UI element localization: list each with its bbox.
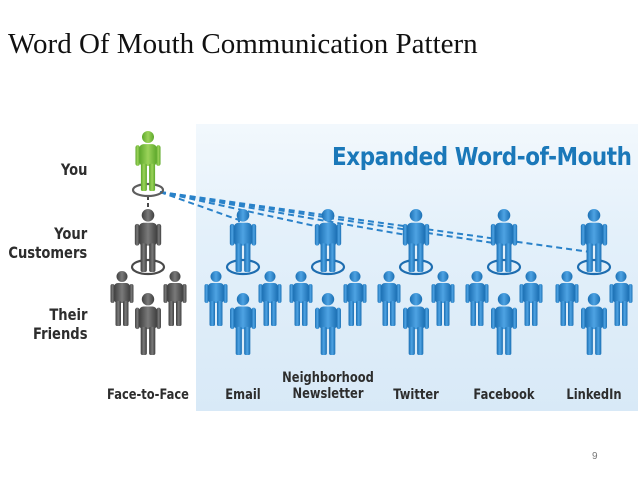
facebook-friend-right	[519, 271, 543, 326]
email-friend-right	[258, 271, 282, 326]
email-customer-ring	[225, 258, 261, 276]
newsletter-friend-left	[289, 271, 313, 326]
you-figure	[135, 131, 161, 191]
column-label-linkedin: LinkedIn	[566, 387, 621, 403]
twitter-customer-ring	[398, 258, 434, 276]
column-label-neighborhood-newsletter: Neighborhood Newsletter	[282, 370, 374, 402]
row-label-line: Customers	[8, 243, 87, 262]
twitter-customer-figure	[402, 209, 430, 272]
twitter-friend-right	[431, 271, 455, 326]
people-figures	[110, 131, 633, 355]
email-customer-figure	[229, 209, 257, 272]
column-label-line: Twitter	[393, 387, 439, 403]
newsletter-customer-figure	[314, 209, 342, 272]
column-label-line: Email	[225, 387, 261, 403]
dashed-link-email	[159, 191, 240, 262]
face-to-face-customer-figure	[134, 209, 162, 272]
linkedin-customer-ring	[576, 258, 612, 276]
page-number: 9	[592, 451, 598, 462]
linkedin-friend-right	[609, 271, 633, 326]
column-label-line: Newsletter	[292, 386, 364, 402]
face-to-face-friend-right	[163, 271, 187, 326]
column-label-facebook: Facebook	[473, 387, 534, 403]
column-label-twitter: Twitter	[393, 387, 439, 403]
row-label-line: Friends	[32, 324, 87, 343]
linkedin-friend-left	[555, 271, 579, 326]
row-label-line: Their	[48, 305, 87, 324]
facebook-customer-ring	[486, 258, 522, 276]
facebook-friend-center	[491, 293, 517, 355]
twitter-friend-left	[377, 271, 401, 326]
facebook-friend-left	[465, 271, 489, 326]
newsletter-customer-ring	[310, 258, 346, 276]
column-label-line: Face-to-Face	[107, 387, 189, 403]
facebook-customer-figure	[490, 209, 518, 272]
face-to-face-customer-ring	[130, 258, 166, 276]
row-label-line: Your	[53, 224, 87, 243]
column-label-line: Neighborhood	[282, 370, 374, 386]
expanded-word-of-mouth-heading: Expanded Word-of-Mouth	[332, 142, 632, 171]
column-label-line: LinkedIn	[566, 387, 622, 403]
linkedin-friend-center	[581, 293, 607, 355]
face-to-face-friend-left	[110, 271, 134, 326]
twitter-friend-center	[403, 293, 429, 355]
column-label-line: Facebook	[473, 387, 535, 403]
row-label-their-friends: Their Friends	[32, 305, 87, 343]
newsletter-friend-center	[315, 293, 341, 355]
dashed-link-twitter	[159, 191, 413, 262]
column-label-email: Email	[225, 387, 260, 403]
linkedin-customer-figure	[580, 209, 608, 272]
dashed-link-lines	[147, 191, 591, 262]
newsletter-friend-right	[343, 271, 367, 326]
you-ring	[131, 182, 165, 198]
row-label-you: You	[60, 160, 87, 179]
column-label-face-to-face: Face-to-Face	[107, 387, 189, 403]
face-to-face-friend-center	[135, 293, 161, 355]
slide-title: Word Of Mouth Communication Pattern	[8, 28, 478, 60]
expanded-panel-background	[196, 124, 638, 411]
row-label-your-customers: Your Customers	[8, 224, 87, 262]
network-rings	[130, 182, 612, 276]
email-friend-left	[204, 271, 228, 326]
email-friend-center	[230, 293, 256, 355]
